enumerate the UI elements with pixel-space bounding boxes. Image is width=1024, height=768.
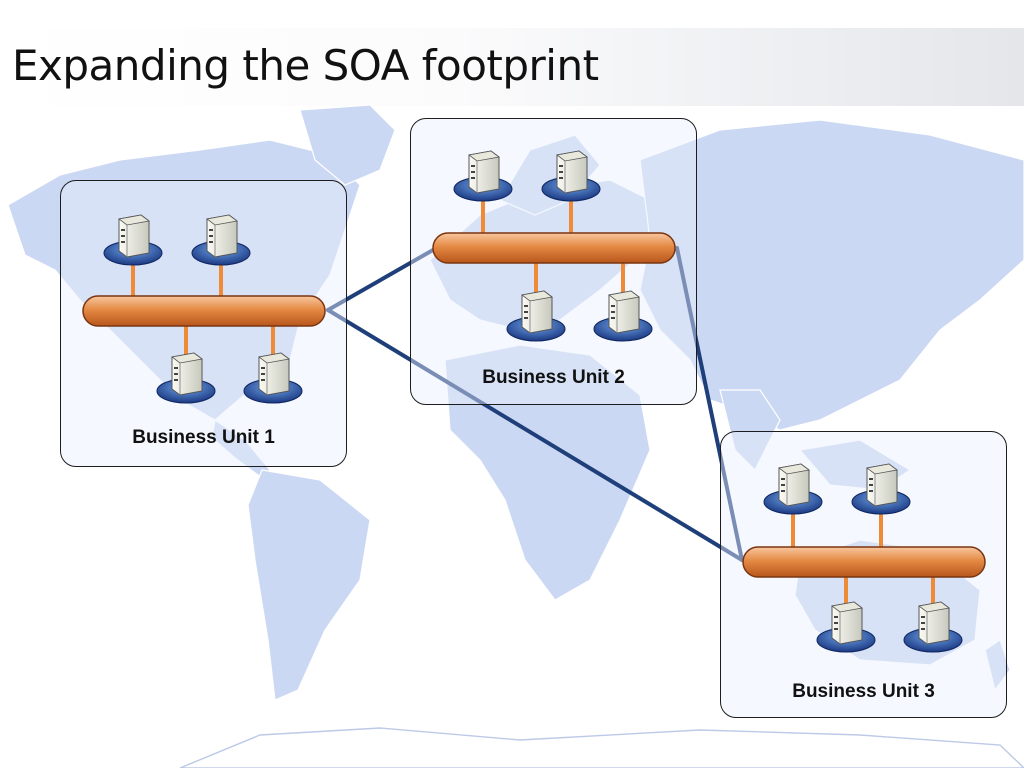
service-bus-pipe (432, 232, 676, 264)
map-greenland (299, 104, 396, 186)
unit-2-network (432, 150, 676, 342)
server-icon (103, 214, 163, 266)
server-icon (541, 150, 601, 202)
business-unit-1: Business Unit 1 (60, 180, 347, 467)
unit-label: Business Unit 2 (482, 367, 625, 388)
server-icon (191, 214, 251, 266)
link-unit2-unit3 (675, 246, 744, 562)
server-icon (506, 290, 566, 342)
server-icon (593, 290, 653, 342)
business-unit-3: Business Unit 3 (720, 431, 1007, 718)
map-antarctica (179, 727, 1024, 768)
business-unit-2: Business Unit 2 (410, 118, 697, 405)
unit-3-network (742, 463, 986, 653)
server-icon (816, 601, 876, 653)
unit-label: Business Unit 3 (792, 681, 935, 702)
server-icon (243, 352, 303, 404)
server-icon (453, 150, 513, 202)
map-new-zealand (984, 639, 1011, 692)
server-icon (903, 601, 963, 653)
server-icon (763, 463, 823, 515)
server-icon (851, 463, 911, 515)
link-unit1-unit3 (326, 308, 744, 562)
unit-1-network (82, 214, 326, 404)
map-africa (444, 344, 651, 601)
title-band (0, 28, 1024, 106)
link-unit1-unit2 (326, 248, 435, 312)
map-asia (639, 119, 1024, 431)
map-south-america (247, 469, 371, 701)
slide-title: Expanding the SOA footprint (12, 41, 599, 90)
unit-label: Business Unit 1 (132, 427, 275, 448)
service-bus-pipe (82, 295, 326, 327)
server-icon (156, 352, 216, 404)
service-bus-pipe (742, 546, 986, 578)
